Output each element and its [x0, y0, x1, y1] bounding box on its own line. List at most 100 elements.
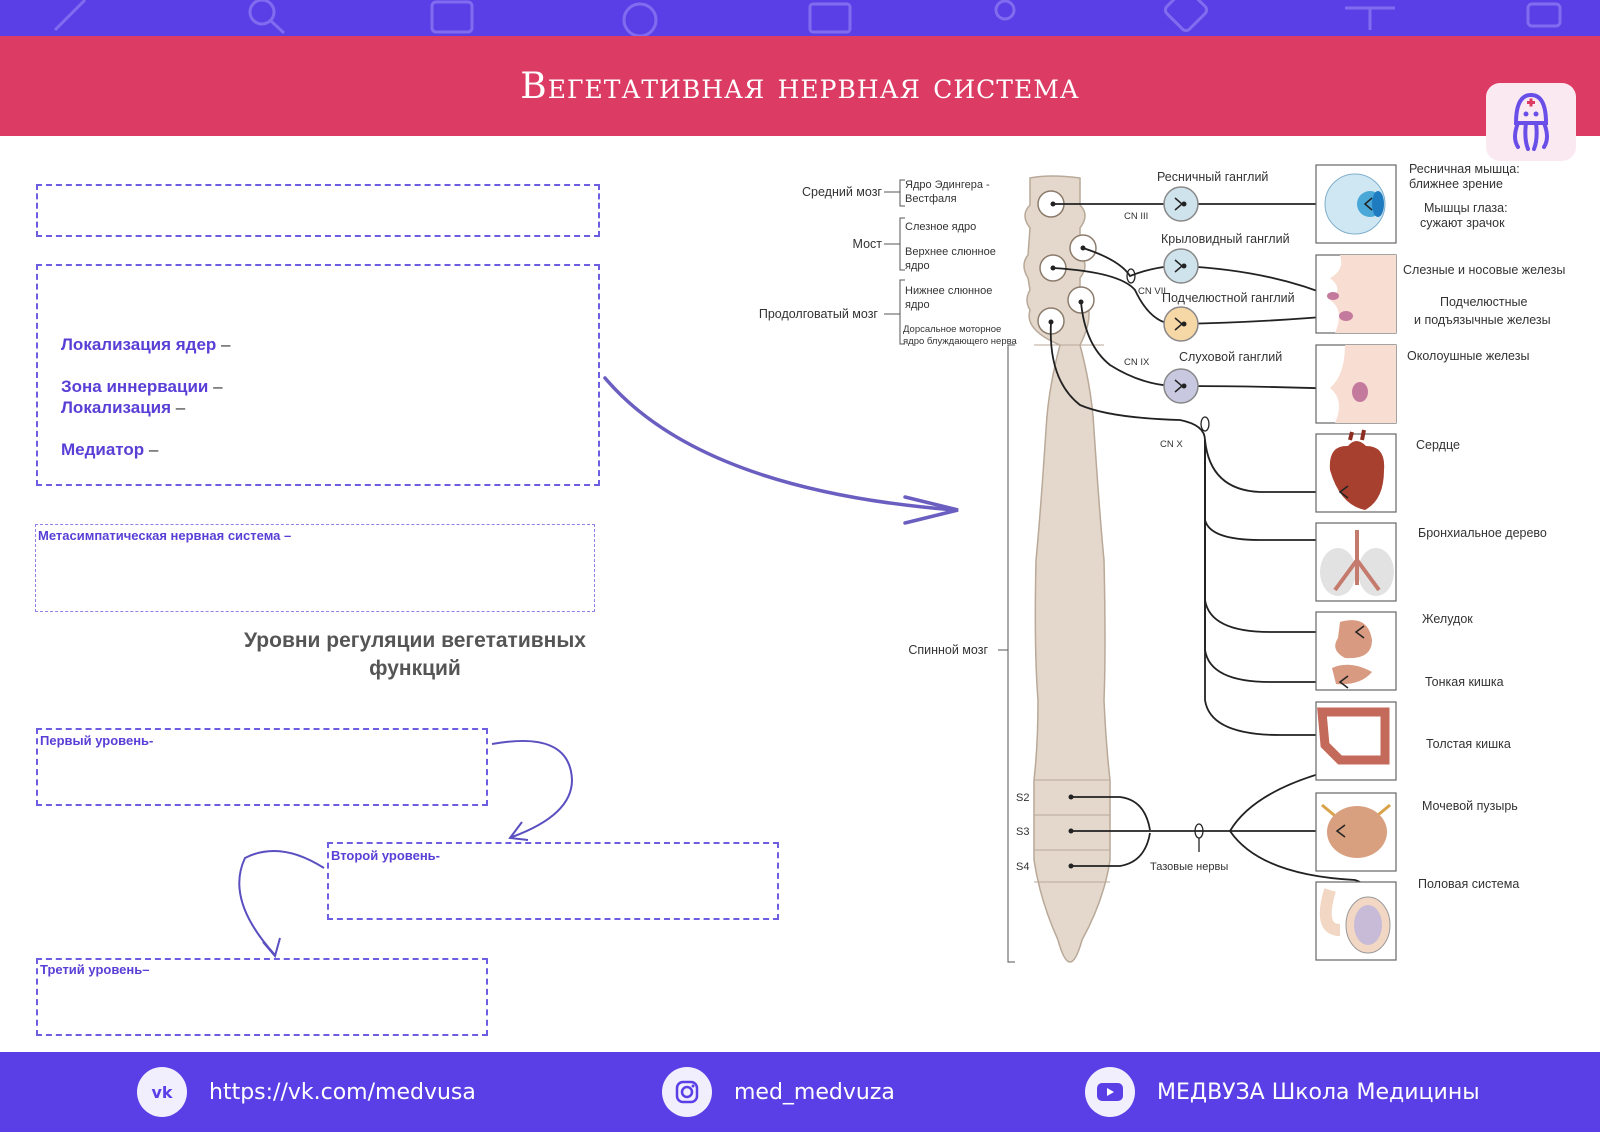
sup-salivary-label-1: Верхнее слюнное — [905, 246, 996, 258]
vk-link[interactable]: vk https://vk.com/medvusa — [137, 1066, 476, 1118]
vk-icon: vk — [137, 1067, 187, 1117]
magnifier-icon — [248, 0, 276, 26]
innervation-zone-row: Зона иннервации – — [61, 377, 223, 397]
metasympathetic-label: Метасимпатическая нервная система – — [38, 528, 292, 543]
localization-label: Локализация — [61, 398, 172, 417]
level-2-box[interactable] — [327, 842, 779, 920]
doctor-icon — [994, 0, 1016, 21]
cn7-pterygo-fiber — [1082, 247, 1173, 278]
submandibular-ganglion-label: Подчелюстной ганглий — [1162, 291, 1295, 305]
footer-bar: vk https://vk.com/medvusa med_medvuza МЕ… — [0, 1052, 1600, 1132]
dash-text: – — [171, 398, 186, 417]
eye-muscle-label-1: Мышцы глаза: — [1424, 201, 1508, 215]
vagus-nucleus-label-2: ядро блуждающего нерва — [903, 336, 1018, 347]
midbrain-label: Средний мозг — [802, 185, 882, 199]
lacrimal-nucleus-label: Слезное ядро — [905, 221, 976, 233]
pelvic-nerves-label: Тазовые нервы — [1150, 861, 1228, 873]
ciliary-muscle-label-1: Ресничная мышца: — [1409, 162, 1520, 176]
lungs-illustration — [1320, 530, 1394, 596]
s2-fiber — [1071, 796, 1151, 831]
segment-s2: S2 — [1016, 792, 1029, 804]
localization-row: Локализация – — [61, 398, 185, 418]
heart-label: Сердце — [1416, 438, 1460, 452]
cn9-label: CN IX — [1124, 357, 1150, 368]
header-bar: Вегетативная нервная система — [0, 36, 1600, 161]
syringe-icon — [53, 0, 87, 32]
instagram-link[interactable]: med_medvuza — [662, 1066, 895, 1118]
vagus-fiber — [1049, 321, 1206, 441]
level-2-label: Второй уровень- — [331, 848, 441, 863]
lacrimal-glands-label: Слезные и носовые железы — [1403, 263, 1565, 277]
vk-link-text[interactable]: https://vk.com/medvusa — [209, 1079, 476, 1105]
otic-ganglion-label: Слуховой ганглий — [1179, 350, 1282, 364]
pill-icon — [1163, 0, 1209, 33]
vagus-nucleus-label-1: Дорсальное моторное — [903, 324, 1001, 335]
genital-illustration — [1319, 888, 1391, 954]
sublingual-label-2: и подъязычные железы — [1414, 313, 1551, 327]
bronchi-label: Бронхиальное дерево — [1418, 526, 1547, 540]
cn3-label: CN III — [1124, 211, 1148, 222]
innervation-zone-label: Зона иннервации — [61, 377, 209, 396]
stretcher-icon — [1345, 6, 1395, 30]
bladder-label: Мочевой пузырь — [1422, 799, 1518, 813]
edinger-label-1: Ядро Эдингера - — [905, 179, 990, 191]
eye-muscle-label-2: сужают зрачок — [1420, 216, 1505, 230]
parotid-label: Околоушные железы — [1407, 349, 1529, 363]
sup-salivary-label-2: ядро — [905, 260, 930, 272]
small-intestine-label: Тонкая кишка — [1425, 675, 1504, 689]
hospital-icon — [808, 2, 852, 34]
eye-illustration — [1324, 173, 1386, 235]
colon-illustration — [1317, 707, 1390, 765]
medical-circle-icon — [622, 2, 658, 36]
svg-text:vk: vk — [151, 1083, 172, 1102]
youtube-link[interactable]: МЕДВУЗА Школа Медицины — [1085, 1066, 1480, 1118]
cn7-submandibular-fiber — [1052, 267, 1173, 325]
mediator-row: Медиатор – — [61, 440, 158, 460]
top-decor-strip — [0, 0, 1600, 36]
large-intestine-label: Толстая кишка — [1426, 737, 1511, 751]
medulla-label: Продолговатый мозг — [759, 307, 879, 321]
spinal-cord-label: Спинной мозг — [908, 643, 988, 657]
cn10-label: CN X — [1160, 439, 1183, 450]
youtube-icon — [1085, 1067, 1135, 1117]
spinal-cord-shape — [1023, 175, 1111, 963]
nuclei-localization-row: Локализация ядер – — [61, 335, 231, 355]
instagram-link-text[interactable]: med_medvuza — [734, 1079, 895, 1105]
ambulance-icon — [1526, 2, 1562, 28]
genital-label: Половая система — [1418, 877, 1519, 891]
level-1-box[interactable] — [36, 728, 488, 806]
sublingual-label-1: Подчелюстные — [1440, 295, 1528, 309]
cn7-label: CN VII — [1138, 286, 1166, 297]
levels-title: Уровни регуляции вегетативных функций — [244, 629, 586, 680]
pterygo-ganglion-label: Крыловидный ганглий — [1161, 232, 1290, 246]
mediator-label: Медиатор — [61, 440, 145, 459]
s4-fiber — [1071, 832, 1151, 867]
instagram-icon — [662, 1067, 712, 1117]
segment-s3: S3 — [1016, 826, 1029, 838]
ciliary-muscle-label-2: ближнее зрение — [1409, 177, 1503, 191]
inf-salivary-label-2: ядро — [905, 299, 930, 311]
octopus-logo-icon — [1486, 83, 1576, 161]
stomach-label: Желудок — [1422, 612, 1473, 626]
inf-salivary-label-1: Нижнее слюнное — [905, 285, 992, 297]
parasympathetic-box — [36, 264, 600, 486]
answer-box-1[interactable] — [36, 184, 600, 237]
heart-illustration — [1329, 429, 1385, 510]
edinger-label-2: Вестфаля — [905, 193, 957, 205]
nuclei-localization-label: Локализация ядер — [61, 335, 217, 354]
heart-branch — [1204, 439, 1360, 493]
level-1-label: Первый уровень- — [40, 733, 154, 748]
dash-text: – — [216, 335, 231, 354]
large-intestine-branch — [1204, 440, 1335, 736]
page-title: Вегетативная нервная система — [520, 66, 1080, 107]
ciliary-ganglion-label: Ресничный ганглий — [1157, 170, 1268, 184]
dash-text: – — [208, 377, 223, 396]
youtube-link-text[interactable]: МЕДВУЗА Школа Медицины — [1157, 1079, 1480, 1105]
level-3-box[interactable] — [36, 958, 488, 1036]
medkit-icon — [430, 0, 474, 34]
metasympathetic-box[interactable] — [35, 524, 595, 612]
pons-label: Мост — [853, 237, 883, 251]
stomach-illustration — [1332, 620, 1372, 685]
cn9-fiber — [1080, 301, 1173, 387]
